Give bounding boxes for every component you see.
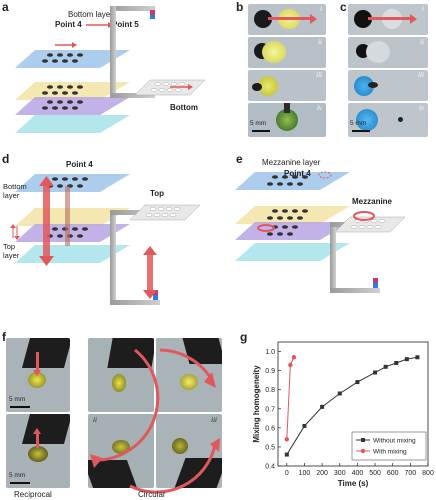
panel-d-stack (10, 174, 130, 266)
panel-b-roman-iii: iii (316, 71, 322, 79)
panel-b-photo-iii: iii (248, 70, 326, 101)
panel-f-scale-label-1: 5 mm (9, 396, 26, 403)
panel-c-roman-iii: iii (418, 71, 424, 79)
panel-b-letter: b (236, 0, 244, 14)
panel-c-roman-iv: iv (418, 104, 424, 112)
panel-b-roman-i: i (320, 5, 322, 13)
panel-f-circular-photo-ii: ii (88, 414, 154, 488)
panel-c-photo-iv: iv 5 mm (348, 103, 428, 137)
panel-d-point: Point 4 (66, 160, 93, 169)
panel-c-scale-bar (352, 130, 370, 132)
panel-f-reciprocal-photo-i: i 5 mm (6, 338, 70, 412)
panel-f-circular-roman-ii: ii (93, 416, 97, 424)
panel-c-photo-iii: iii (348, 70, 428, 101)
panel-e-caption: Mezzanine (352, 197, 393, 206)
panel-b-scale-bar (252, 130, 270, 132)
panel-c-roman-i: i (422, 5, 424, 13)
panel-b-scale-label: 5 mm (250, 120, 267, 127)
panel-f-circular-label: Circular (138, 490, 166, 499)
panel-a-layer-cyan (15, 115, 130, 133)
panel-e-point: Point 4 (284, 169, 311, 178)
panel-b-roman-ii: ii (318, 38, 322, 46)
panel-b-photo-i: i (248, 4, 326, 35)
panel-a-point-from: Point 4 (55, 20, 82, 29)
panel-c-roman-ii: ii (420, 38, 424, 46)
panel-f-reciprocal-roman-ii: ii (61, 416, 65, 424)
panel-f-scale-bar-2 (10, 482, 30, 484)
panel-d-letter: d (2, 152, 10, 166)
panel-d-caption: Top (150, 189, 165, 198)
panel-d-bottom-layer: Bottom layer (3, 182, 27, 200)
panel-b-photo-iv: iv 5 mm (248, 103, 326, 137)
panel-a-layer-yellow (15, 82, 130, 100)
panel-f-circular-photo-i: i (88, 338, 154, 412)
panel-e-layer-label: Mezzanine layer (262, 158, 321, 167)
panel-b-photo-ii: ii (248, 37, 326, 68)
panel-f-scale-bar-1 (10, 406, 30, 408)
panel-a-layer-blue (15, 50, 130, 68)
panel-f-circular-photo-iii: iii (156, 414, 222, 488)
panel-a-stack (15, 42, 130, 133)
panel-e-letter: e (236, 152, 243, 166)
panel-f-circular-roman-iii: iii (211, 416, 217, 424)
panel-f-circular-photo-iv: iv (156, 338, 222, 412)
panel-e-stack (235, 171, 350, 261)
panel-f-circular-roman-i: i (147, 340, 149, 348)
panel-c-scale-label: 5 mm (350, 120, 367, 127)
panel-c-letter: c (340, 0, 347, 14)
panel-a-layer-label: Bottom layer (68, 10, 113, 19)
panel-b-roman-iv: iv (316, 104, 322, 112)
panel-a-caption: Bottom (170, 103, 198, 112)
panel-f-reciprocal-roman-i: i (63, 340, 65, 348)
panel-a-layer-purple (15, 97, 130, 115)
panel-e-rod (330, 211, 406, 293)
panel-f-circular-roman-iv: iv (211, 340, 217, 348)
panel-a-rod (110, 6, 206, 98)
panel-f-reciprocal-photo-ii: ii 5 mm (6, 414, 70, 488)
panel-f-scale-label-2: 5 mm (9, 472, 26, 479)
panel-d-layer-blue (15, 174, 130, 192)
panel-a-point-to: Point 5 (112, 20, 139, 29)
panel-f-reciprocal-label: Reciprocal (14, 490, 52, 499)
panel-a-letter: a (2, 0, 9, 14)
panel-d-rod (110, 204, 201, 305)
panel-c-photo-i: i (348, 4, 428, 35)
panel-f-letter: f (2, 330, 6, 344)
panel-g-letter: g (240, 330, 248, 344)
panel-d-top-layer: Top layer (3, 242, 20, 260)
panel-c-photo-ii: ii (348, 37, 428, 68)
